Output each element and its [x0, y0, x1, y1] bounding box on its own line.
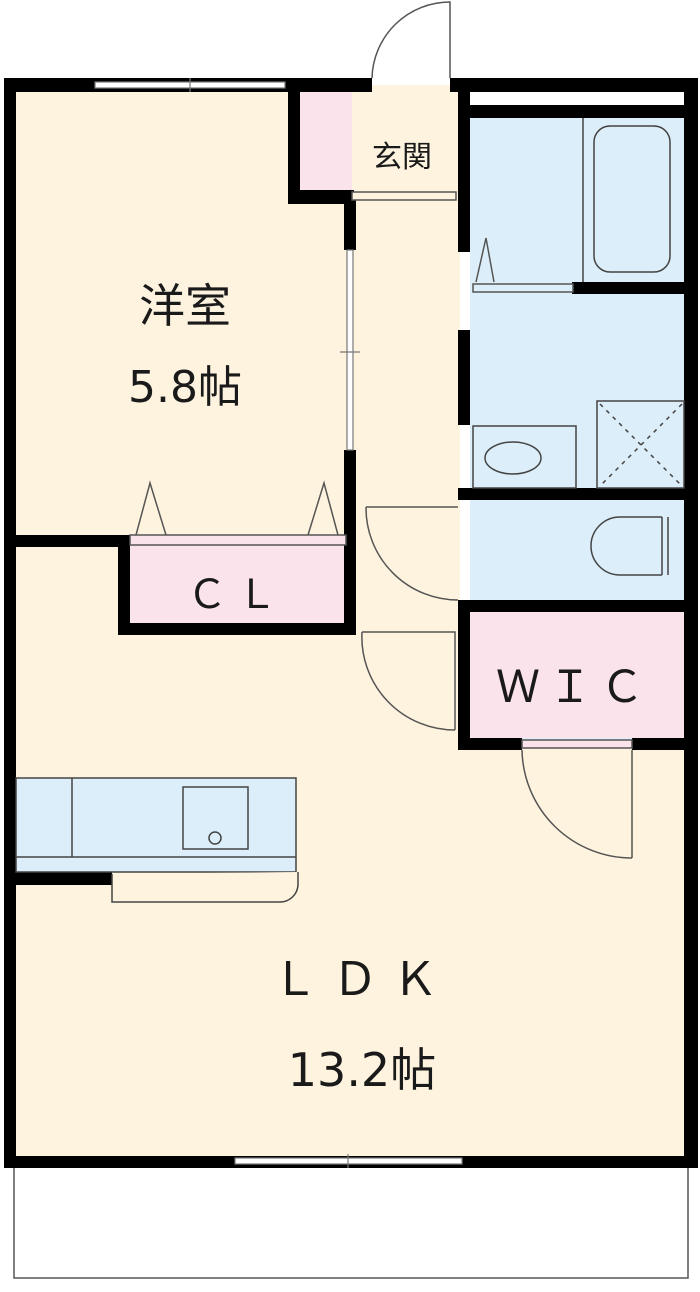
- doors: [129, 1, 633, 859]
- toilet-icon: [590, 516, 669, 576]
- wic-door: [521, 749, 633, 859]
- walk-in-closet: [470, 612, 684, 738]
- western-room-label: 洋室: [139, 279, 231, 333]
- western-room-size: 5.8帖: [128, 362, 242, 413]
- top-strip: [470, 92, 684, 106]
- kitchen-counter: [15, 777, 299, 903]
- bathtub-icon: [593, 125, 671, 273]
- ldk-door: [361, 631, 456, 731]
- entrance-door: [371, 1, 451, 79]
- closet-label: ＣＬ: [187, 572, 287, 618]
- wic-label: ＷＩＣ: [496, 662, 652, 713]
- floor-ldk-right: [460, 740, 690, 1163]
- washbasin-counter: [472, 425, 577, 489]
- balcony: [13, 1165, 689, 1279]
- closet-door-marks: [135, 480, 339, 536]
- hall-door: [365, 506, 459, 601]
- windows: [94, 78, 463, 1168]
- ldk-label: ＬＤＫ: [272, 952, 452, 1006]
- closet: [130, 545, 346, 623]
- washbasin-icon: [484, 441, 542, 475]
- washing-machine-space: [596, 400, 685, 489]
- kitchen-sink-icon: [182, 786, 249, 850]
- ldk-size: 13.2帖: [288, 1043, 436, 1097]
- shoe-closet: [300, 92, 352, 192]
- kitchen-bar-counter: [111, 872, 299, 903]
- entrance-label: 玄関: [372, 140, 432, 175]
- fixtures: [472, 118, 685, 576]
- bath-door-mark: [475, 237, 495, 283]
- washing-machine-icon: [599, 403, 683, 487]
